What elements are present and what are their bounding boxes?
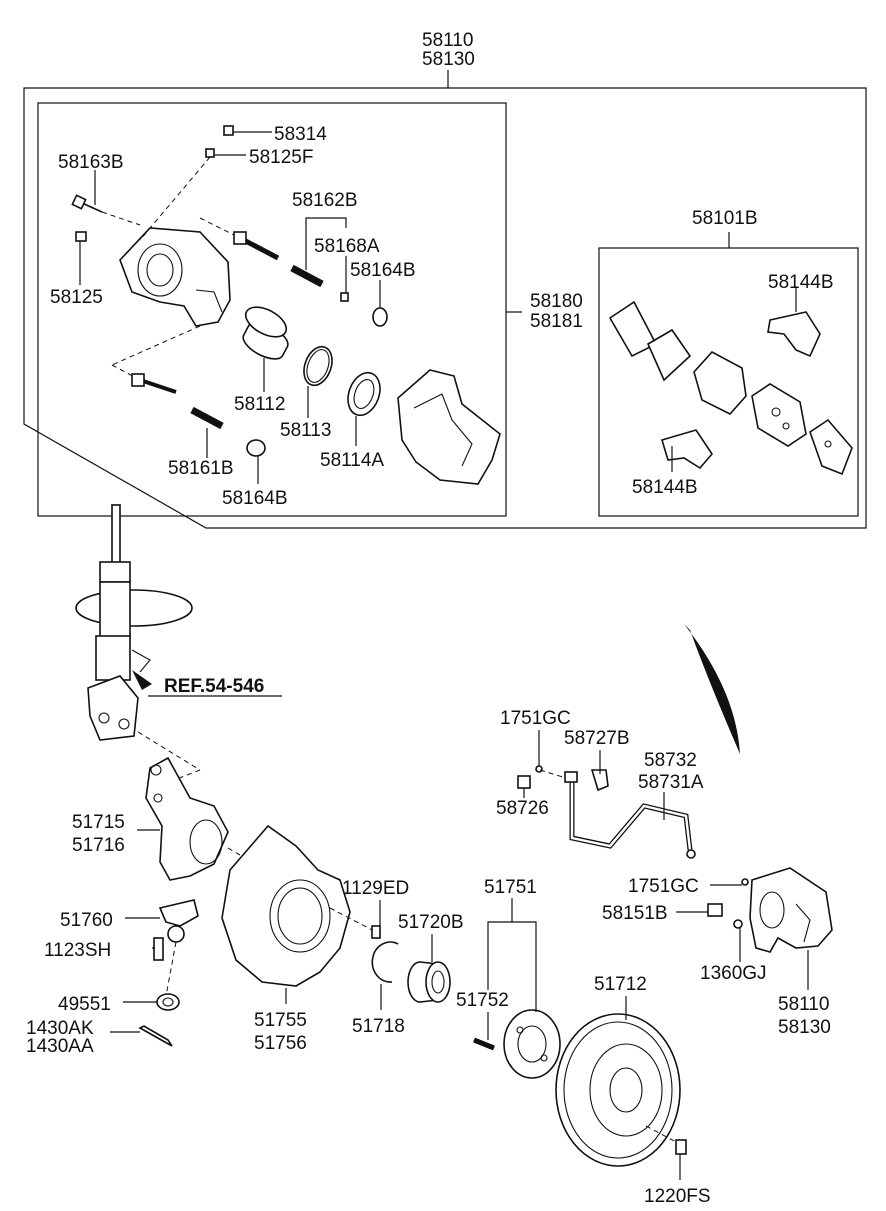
- label-knuckle-b: 51716: [72, 835, 125, 856]
- label-nut: 49551: [58, 994, 111, 1015]
- hub-bolt-part: [473, 1037, 495, 1051]
- strut-assembly: [75, 504, 193, 741]
- label-disc-screw: 1220FS: [644, 1186, 711, 1207]
- wheel-arc-part: [684, 624, 740, 754]
- cap-58314-part: [223, 125, 234, 136]
- piston-boot-part: [347, 371, 381, 417]
- label-pad-spring-top: 58144B: [768, 272, 834, 293]
- label-seal: 58113: [280, 420, 331, 441]
- label-pin-boot-small: 58168A: [314, 236, 380, 257]
- label-hub-group: 51751: [484, 877, 537, 898]
- label-dust-cover-b: 51756: [254, 1033, 307, 1054]
- label-caliper-washer: 1360GJ: [700, 963, 767, 984]
- label-caliper-a: 58110: [778, 994, 829, 1015]
- hub-part: [503, 1009, 561, 1079]
- disc-rotor-part: [555, 1013, 681, 1167]
- label-snap-ring: 51718: [352, 1016, 405, 1037]
- disc-screw-part: [675, 1139, 687, 1155]
- pad-plate-part: [646, 328, 692, 382]
- bearing-part: [407, 961, 451, 1003]
- brake-pad-inner-part: [693, 350, 747, 415]
- label-bleeder: 58125F: [249, 147, 313, 168]
- label-piston-boot: 58114A: [320, 450, 384, 471]
- label-caliper-kit-b: 58181: [530, 311, 583, 332]
- brake-pad-outer-part: [751, 383, 807, 447]
- label-pad-kit: 58101B: [692, 208, 758, 229]
- bolt-58163b-part: [71, 194, 103, 213]
- cotter-pin-part: [138, 1025, 173, 1047]
- label-dust-cover-a: 51755: [254, 1010, 307, 1031]
- label-cotter-b: 1430AA: [26, 1036, 94, 1057]
- label-cotter-a: 1430AK: [26, 1018, 94, 1039]
- label-bearing: 51720B: [398, 912, 464, 933]
- boot-58164b-bottom-part: [246, 439, 266, 457]
- label-washer-lower: 1751GC: [628, 876, 699, 897]
- pad-spring-top-part: [767, 311, 821, 358]
- pin-58162b-part: [290, 264, 324, 288]
- leader-lines: [79, 131, 809, 1180]
- label-hose-b: 58731A: [638, 772, 704, 793]
- label-pad-spring-bottom: 58144B: [632, 477, 698, 498]
- nut-49551-part: [156, 993, 180, 1011]
- label-pin-group: 58162B: [292, 190, 358, 211]
- label-caliper-bolt: 58151B: [602, 903, 668, 924]
- label-hub-bolt: 51752: [456, 990, 509, 1011]
- label-bolt-1123: 1123SH: [44, 940, 111, 961]
- hose-assembly-part: [517, 765, 749, 886]
- seal-part: [303, 345, 333, 387]
- caliper-assembled-part: [707, 867, 833, 953]
- label-caliper-kit-a: 58180: [530, 291, 583, 312]
- label-hose-a: 58732: [644, 750, 697, 771]
- ball-joint-part: [158, 899, 199, 943]
- label-caliper-b: 58130: [778, 1017, 831, 1038]
- bleeder-58125f-part: [205, 148, 215, 158]
- cap-58125-part: [75, 231, 87, 242]
- label-pin-boot-top: 58164B: [350, 260, 416, 281]
- label-bolt-guide: 58163B: [58, 152, 124, 173]
- bolt-lower-part: [131, 373, 177, 394]
- ref-arrow-icon: [132, 670, 152, 690]
- carrier-bracket-part: [397, 369, 501, 485]
- boot-58168a-part: [340, 292, 349, 302]
- caliper-assembly-frame: [23, 70, 867, 529]
- label-ball-joint: 51760: [60, 910, 113, 931]
- label-union-bolt: 58726: [496, 798, 549, 819]
- dust-cover-part: [221, 824, 351, 987]
- label-disc: 51712: [594, 974, 647, 995]
- pad-spring-bottom-part: [661, 429, 714, 470]
- pin-58161b-part: [190, 406, 224, 430]
- pin-upper-part: [233, 231, 280, 261]
- label-piston: 58112: [234, 394, 285, 415]
- label-screw-1129: 1129ED: [342, 878, 409, 899]
- pad-shim-outer-part: [809, 418, 853, 476]
- piston-part: [242, 306, 289, 360]
- label-cap: 58314: [274, 124, 327, 145]
- callout-labels: 58110 58130 58180 58181 58101B 58144B 58…: [26, 30, 834, 1207]
- snap-ring-part: [371, 941, 399, 983]
- boot-58164b-top-part: [372, 307, 388, 327]
- label-pin-boot-bottom: 58164B: [222, 488, 288, 509]
- label-top-assembly-b: 58130: [422, 49, 475, 70]
- caliper-housing: [119, 227, 231, 327]
- bolt-1123sh-part: [153, 937, 164, 961]
- label-clip: 58727B: [564, 728, 630, 749]
- knuckle-part: [145, 756, 229, 881]
- label-strut-ref: REF.54-546: [164, 676, 264, 697]
- label-pin-lower: 58161B: [168, 458, 234, 479]
- label-washer-top: 1751GC: [500, 708, 571, 729]
- label-bleeder-cap: 58125: [50, 287, 103, 308]
- screw-1129ed-part: [371, 925, 381, 939]
- label-knuckle-a: 51715: [72, 812, 125, 833]
- label-top-assembly-a: 58110: [422, 30, 473, 51]
